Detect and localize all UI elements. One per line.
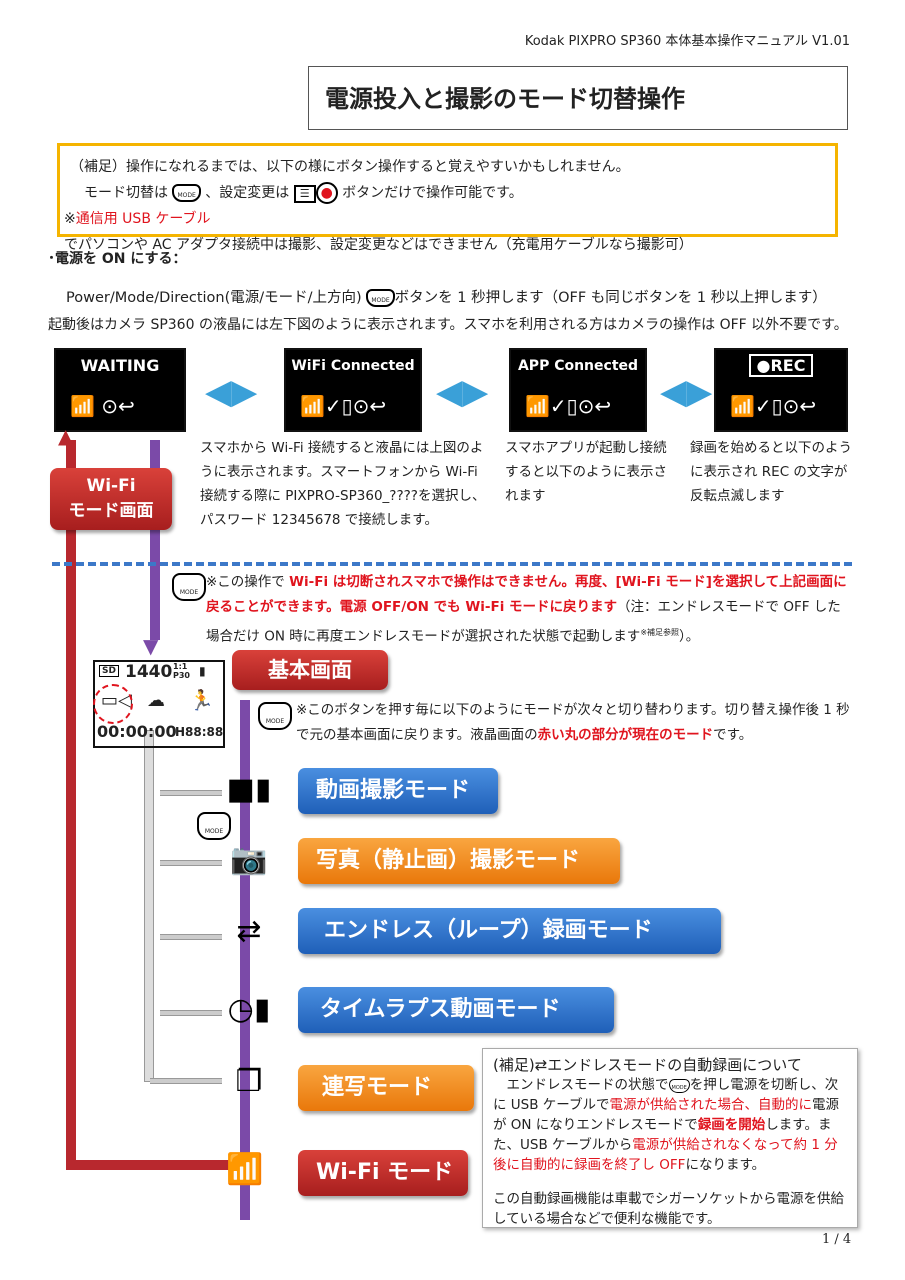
- wifi-return-line: [66, 1160, 236, 1170]
- tip-line: （補足）操作になれるまでは、以下の様にボタン操作すると覚えやすいかもしれません。: [70, 159, 630, 175]
- current-mode-circle: [93, 684, 133, 724]
- mode-button-icon: MODE: [197, 812, 231, 840]
- double-arrow-icon: ◀▶: [660, 372, 713, 412]
- mode-photo: 写真（静止画）撮影モード: [298, 838, 620, 884]
- lcd-rec: ●REC📶✓▯⊙↩: [714, 348, 848, 432]
- tip-box: （補足）操作になれるまでは、以下の様にボタン操作すると覚えやすいかもしれません。…: [57, 143, 838, 253]
- mode-cycle-note: ※このボタンを押す毎に以下のようにモードが次々と切り替わります。切り替え操作後 …: [296, 702, 850, 743]
- caption-app: スマホアプリが起動し接続すると以下のように表示されます: [505, 440, 667, 504]
- arrow-down-icon: ▼: [143, 634, 159, 658]
- basic-screen-callout: 基本画面: [232, 650, 388, 690]
- wifi-icon: 📶 ⊙↩: [56, 382, 184, 430]
- mode-button-icon: MODE: [366, 289, 395, 307]
- lcd-waiting: WAITING📶 ⊙↩: [54, 348, 186, 432]
- wifi-icon: 📶: [226, 1152, 264, 1187]
- return-arrow: [160, 934, 222, 940]
- photo-camera-icon: 📷: [230, 842, 268, 877]
- tip-warning: ※通信用 USB ケーブルでパソコンや AC アダプタ接続中は撮影、設定変更など…: [64, 211, 693, 253]
- mode-flow-line: [150, 440, 160, 640]
- scene-icon: ☁: [147, 690, 165, 711]
- mode-video: 動画撮影モード: [298, 768, 498, 814]
- caption-wifi: スマホから Wi-Fi 接続すると液晶には上図のように表示されます。スマートフォ…: [200, 440, 486, 528]
- mode-wifi: Wi-Fi モード: [298, 1150, 468, 1196]
- double-arrow-icon: ◀▶: [205, 372, 258, 412]
- return-arrow: [160, 1010, 222, 1016]
- doc-header: Kodak PIXPRO SP360 本体基本操作マニュアル V1.01: [524, 34, 850, 49]
- return-arrow: [150, 1078, 222, 1084]
- loop-icon: ⇄: [236, 914, 262, 949]
- timelapse-icon: ◷▮: [227, 992, 271, 1027]
- mode-timelapse: タイムラプス動画モード: [298, 987, 614, 1033]
- lcd-app-connected: APP Connected📶✓▯⊙↩: [509, 348, 647, 432]
- record-button-icon: ●: [315, 182, 338, 204]
- menu-button-icon: ☰: [293, 185, 316, 203]
- double-arrow-icon: ◀▶: [436, 372, 489, 412]
- return-arrow: [160, 860, 222, 866]
- return-line: [144, 730, 154, 1082]
- wifi-phone-icon: 📶✓▯⊙↩: [511, 382, 645, 430]
- arrow-up-icon: ▲: [58, 424, 74, 448]
- wifi-disconnect-note: ※この操作で Wi-Fi は切断されスマホで操作はできません。再度、[Wi-Fi…: [206, 574, 847, 645]
- sport-icon: 🏃: [189, 688, 214, 712]
- mode-button-icon: MODE: [258, 702, 292, 730]
- divider: [52, 562, 852, 566]
- battery-icon: ▮: [199, 664, 206, 678]
- wifi-return-line: [66, 440, 76, 1170]
- page-number: 1 / 4: [822, 1232, 852, 1247]
- mode-button-icon: MODE: [668, 1079, 690, 1093]
- return-arrow: [160, 790, 222, 796]
- mode-flow-line: [240, 700, 250, 1220]
- page-title: 電源投入と撮影のモード切替操作: [308, 66, 848, 130]
- mode-burst: 連写モード: [298, 1065, 474, 1111]
- section-heading: ･電源を ON にする：: [48, 251, 187, 267]
- basic-lcd: SD 1440 1:1 P30 ▮ ▭◁ ☁ 🏃 00:00:00 H88:88: [93, 660, 225, 748]
- mode-button-icon: MODE: [172, 573, 206, 601]
- burst-icon: ❐: [235, 1064, 263, 1099]
- wifi-phone-icon: 📶✓▯⊙↩: [716, 382, 846, 430]
- mode-button-icon: MODE: [172, 184, 201, 202]
- tip-line: モード切替は MODE 、設定変更は ☰● ボタンだけで操作可能です。: [64, 180, 835, 206]
- lcd-wifi-connected: WiFi Connected📶✓▯⊙↩: [284, 348, 422, 432]
- caption-rec: 録画を始めると以下のように表示され REC の文字が反転点滅します: [690, 440, 852, 504]
- mode-endless: エンドレス（ループ）録画モード: [298, 908, 721, 954]
- startup-description: 起動後はカメラ SP360 の液晶には左下図のように表示されます。スマホを利用さ…: [48, 317, 848, 333]
- video-camera-icon: ■▮: [226, 772, 272, 807]
- wifi-phone-icon: 📶✓▯⊙↩: [286, 382, 420, 430]
